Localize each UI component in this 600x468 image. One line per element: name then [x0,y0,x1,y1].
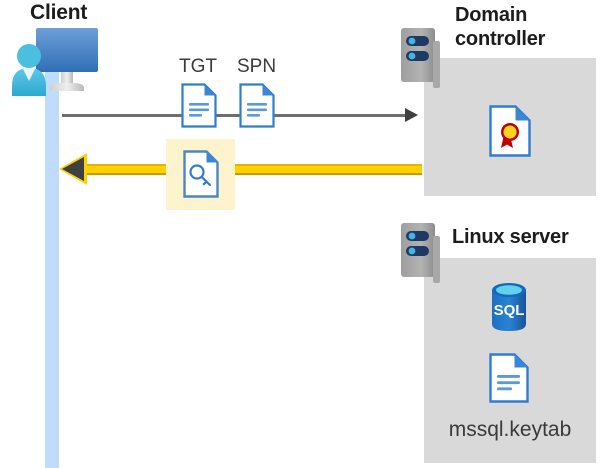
client-title: Client [30,1,88,24]
domain-controller-title-line2: controller [455,28,546,50]
linux-server-icon [400,222,441,284]
certificate-document-icon [489,105,531,157]
spn-document-icon [239,83,275,128]
linux-server-title: Linux server [452,226,569,248]
sql-database-icon: SQL [486,281,532,333]
tgt-label: TGT [179,56,217,77]
key-document-icon [183,150,219,198]
response-arrow-line-left [80,164,170,175]
request-arrowhead-icon [405,108,418,122]
domain-controller-title: Domain controller [455,3,585,51]
response-arrowhead-icon [62,157,84,181]
keytab-file-label: mssql.keytab [448,418,572,441]
client-lifeline [45,60,59,468]
spn-label: SPN [237,56,277,77]
response-arrow-line-right [230,164,422,175]
tgt-document-icon [181,83,217,128]
sql-badge-text: SQL [494,302,525,319]
request-arrow-line [62,114,407,117]
keytab-document-icon [489,353,529,403]
domain-controller-server-icon [400,27,441,89]
domain-controller-title-line1: Domain [455,4,528,26]
client-workstation-icon [6,24,102,98]
